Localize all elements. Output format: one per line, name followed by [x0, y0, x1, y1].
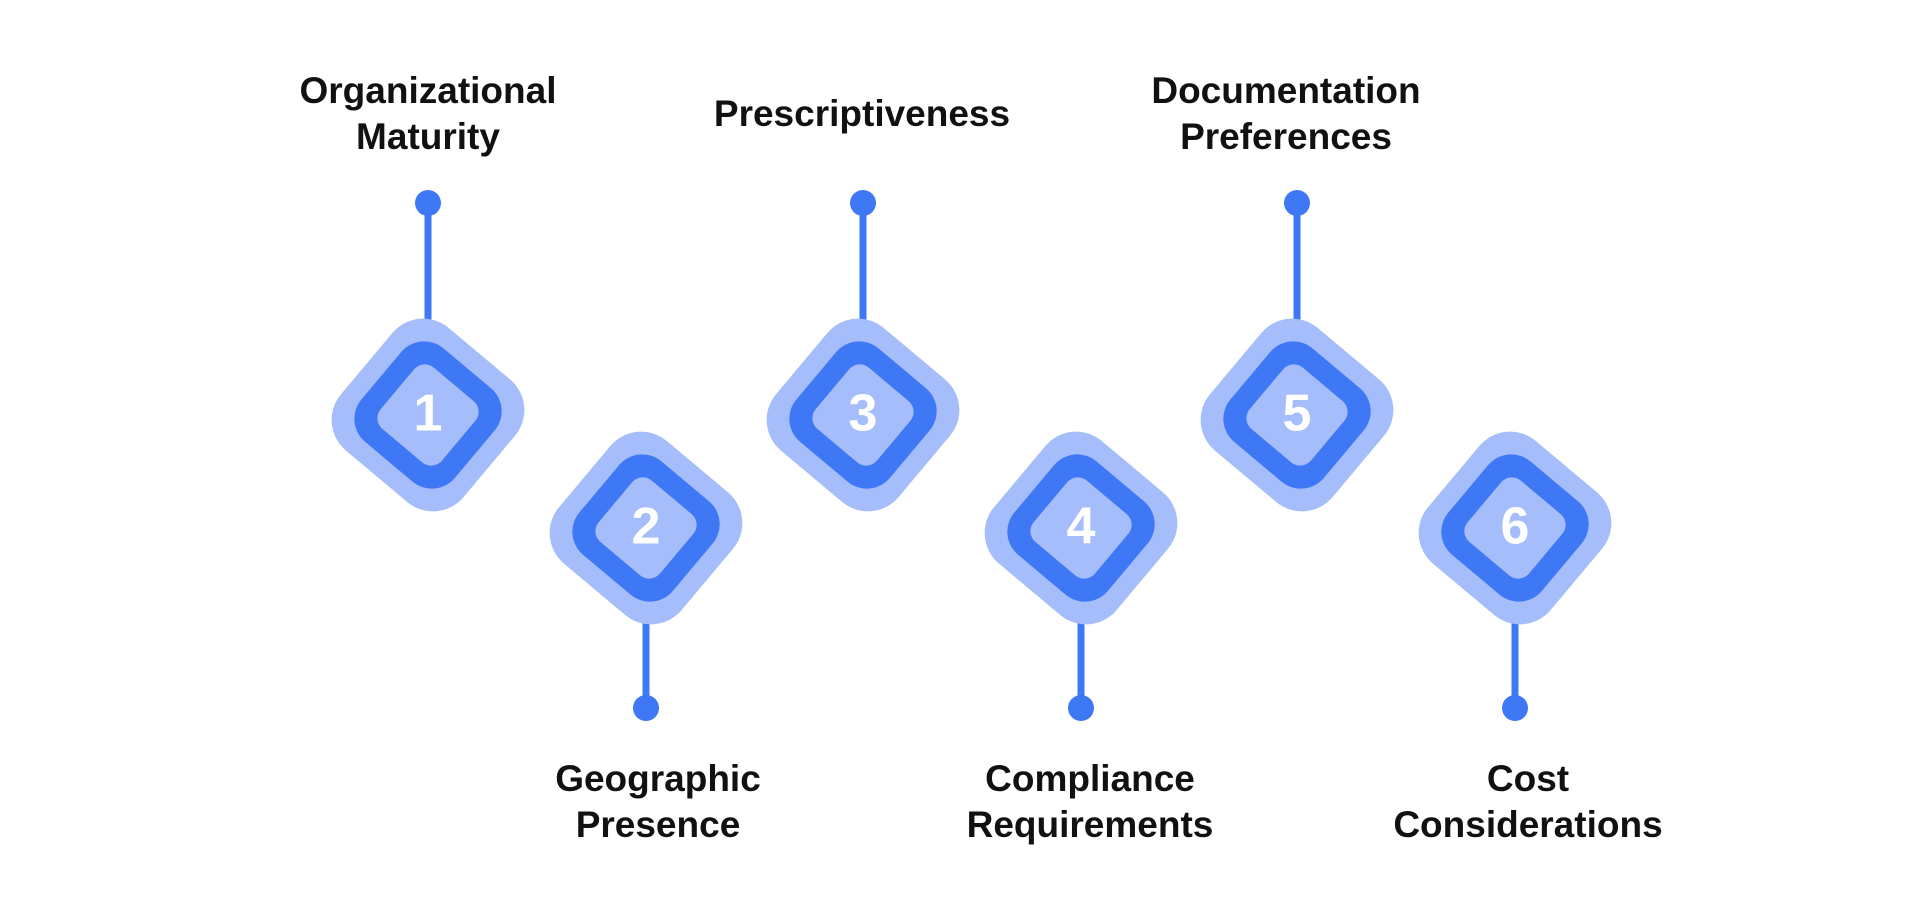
step-2-label: Geographic Presence [488, 756, 828, 848]
step-6-marker: 6 [1418, 431, 1612, 721]
step-1-label-line-1: Organizational [299, 70, 557, 111]
step-3-connector-dot [850, 190, 876, 216]
step-4-label: Compliance Requirements [920, 756, 1260, 848]
step-5-marker: 5 [1200, 190, 1394, 512]
step-4-connector-dot [1068, 695, 1094, 721]
step-2-label-line-1: Geographic [555, 758, 761, 799]
step-5-number: 5 [1283, 385, 1312, 443]
step-1-label: Organizational Maturity [258, 68, 598, 160]
step-1-marker: 1 [331, 190, 525, 512]
step-2-diamond-inner [595, 477, 697, 579]
step-4-marker: 4 [984, 431, 1178, 721]
step-5-label: Documentation Preferences [1116, 68, 1456, 160]
step-6-number: 6 [1501, 498, 1530, 556]
step-5-label-line-1: Documentation [1151, 70, 1421, 111]
step-6-label-line-2: Considerations [1393, 804, 1663, 845]
step-6-diamond-inner [1464, 477, 1566, 579]
step-3-diamond-inner [812, 364, 914, 466]
step-2-label-line-2: Presence [575, 804, 741, 845]
step-4-label-line-2: Requirements [966, 804, 1214, 845]
step-2-connector-dot [633, 695, 659, 721]
step-6-label: Cost Considerations [1358, 756, 1698, 848]
step-1-number: 1 [414, 385, 443, 443]
step-2-marker: 2 [549, 431, 743, 721]
step-3-number: 3 [849, 385, 878, 443]
step-4-diamond-inner [1030, 477, 1132, 579]
step-3-marker: 3 [766, 190, 960, 512]
step-5-connector-dot [1284, 190, 1310, 216]
step-5-label-line-2: Preferences [1180, 116, 1392, 157]
step-3-label: Prescriptiveness [692, 91, 1032, 137]
step-5-diamond-inner [1246, 364, 1348, 466]
step-3-label-line-1: Prescriptiveness [713, 93, 1011, 134]
step-6-label-line-1: Cost [1486, 758, 1570, 799]
step-1-connector-dot [415, 190, 441, 216]
step-4-number: 4 [1067, 498, 1096, 556]
step-4-label-line-1: Compliance [985, 758, 1195, 799]
step-1-diamond-inner [377, 364, 479, 466]
step-1-label-line-2: Maturity [356, 116, 500, 157]
step-6-connector-dot [1502, 695, 1528, 721]
step-2-number: 2 [632, 498, 661, 556]
